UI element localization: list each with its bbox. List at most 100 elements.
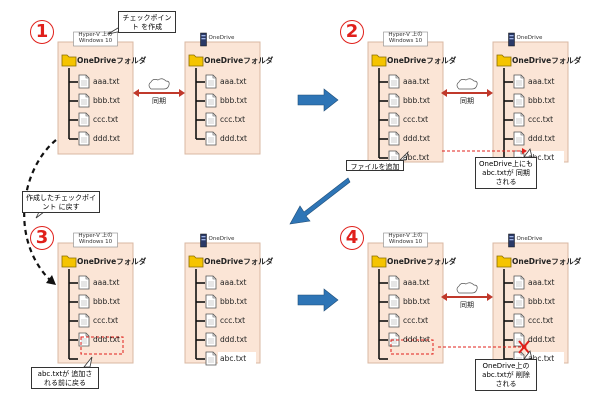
file-icon [513,294,525,309]
sync-arrow-head-right [487,293,493,301]
server-icon [508,32,515,47]
file-name: ccc.txt [528,316,554,325]
sync-label: 同期 [152,97,166,105]
file-icon-fold [395,333,399,337]
file-name: ddd.txt [93,335,120,344]
file-name: abc.txt [528,153,555,162]
file-icon [388,313,400,328]
file-icon-fold [395,295,399,299]
file-name: aaa.txt [93,278,120,287]
empty-slot [390,339,434,355]
file-name: ddd.txt [220,335,247,344]
checkpoint-callout: チェックポイント を作成 [118,11,176,33]
file-icon-fold [395,151,399,155]
file-icon [205,313,217,328]
folder-label: OneDriveフォルダ [77,56,147,65]
hyperv-header-line2: Windows 10 [78,38,113,44]
file-icon [78,74,90,89]
file-name: ccc.txt [220,115,246,124]
server-icon-slot [201,239,206,241]
file-name: bbb.txt [403,96,430,105]
folder-label: OneDriveフォルダ [512,257,582,266]
file-icon [388,131,400,146]
add-file-callout: ファイルを追加 [346,160,404,171]
file-icon [205,131,217,146]
file-icon [205,332,217,347]
folder-icon [496,54,512,67]
file-icon [205,112,217,127]
file-icon [513,112,525,127]
folder-icon [371,255,387,268]
file-icon-fold [395,75,399,79]
file-icon-fold [212,132,216,136]
folder-icon [61,255,77,268]
file-name: ccc.txt [93,316,119,325]
file-name: aaa.txt [403,278,430,287]
file-name: ccc.txt [220,316,246,325]
server-icon-slot [201,236,206,238]
file-icon-fold [395,132,399,136]
file-name: bbb.txt [93,297,120,306]
sync-arrow-head-left [441,89,447,97]
file-name: abc.txt [528,354,555,363]
file-name: bbb.txt [528,297,555,306]
step-arrow-right [297,288,339,312]
file-icon-fold [212,295,216,299]
server-icon-slot [509,35,514,37]
folder-label: OneDriveフォルダ [204,257,274,266]
step-number: 3 [30,226,54,250]
file-icon [78,93,90,108]
file-icon-fold [85,333,89,337]
server-icon [200,233,207,248]
sync-arrow-head-right [487,89,493,97]
folder-label: OneDriveフォルダ [204,56,274,65]
file-name: ddd.txt [528,134,555,143]
hyperv-header-box [383,31,428,47]
cross-icon [518,340,530,354]
file-icon [513,313,525,328]
file-icon-fold [520,295,524,299]
file-name: aaa.txt [220,278,247,287]
file-icon-fold [212,94,216,98]
step-number: 4 [340,226,364,250]
file-icon-fold [395,276,399,280]
cloud-icon [456,282,478,294]
file-name: aaa.txt [528,278,555,287]
file-name: bbb.txt [403,297,430,306]
file-icon-fold [520,333,524,337]
restore-callout: 作成したチェックポイント に戻す [22,191,100,213]
file-name: abc.txt [220,354,247,363]
file-icon [388,294,400,309]
file-name: ccc.txt [93,115,119,124]
folder-label: OneDriveフォルダ [512,56,582,65]
folder-icon [188,255,204,268]
file-name: ddd.txt [528,335,555,344]
file-icon [513,74,525,89]
revert-callout: abc.txtが 追加される前に戻る [31,367,99,389]
file-icon [205,294,217,309]
hyperv-header-box [383,232,428,248]
file-icon-fold [85,75,89,79]
file-icon-fold [520,352,524,356]
file-icon-fold [85,94,89,98]
step-number: 2 [340,20,364,44]
file-icon-fold [85,276,89,280]
file-icon [513,93,525,108]
panel-header: OneDrive [208,35,235,41]
file-icon-fold [212,113,216,117]
server-icon-slot [509,239,514,241]
file-icon [513,275,525,290]
sync-link-head [522,148,527,154]
folder-icon [188,54,204,67]
folder-label: OneDriveフォルダ [387,56,457,65]
hyperv-header-line2: Windows 10 [78,239,113,245]
file-name: aaa.txt [528,77,555,86]
folder-label: OneDriveフォルダ [387,257,457,266]
folder-icon [61,54,77,67]
hyperv-header-box [73,232,118,248]
delete-callout: OneDrive上の abc.txtが 削除される [475,359,537,391]
file-icon [388,93,400,108]
file-icon [205,74,217,89]
sync-arrow-head-left [133,89,139,97]
